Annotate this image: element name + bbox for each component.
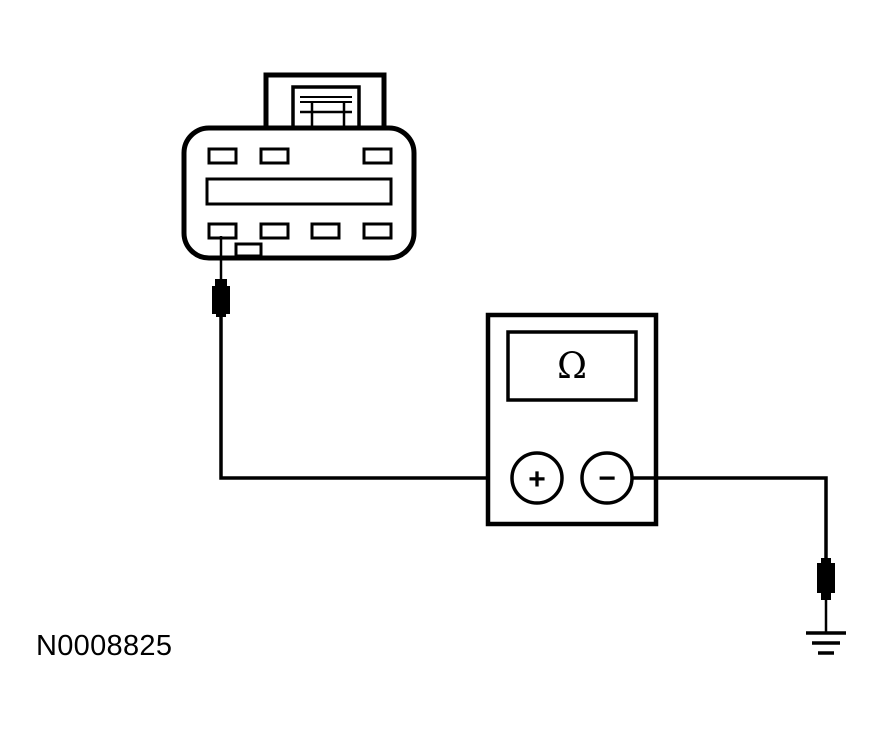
figure-id: N0008825 [36, 630, 173, 662]
test-lead-positive [219, 316, 512, 480]
connector-cavity [362, 222, 393, 240]
connector-slot [205, 177, 393, 206]
probe-icon [212, 236, 230, 317]
probe-icon [817, 558, 835, 633]
connector-cavity [259, 222, 290, 240]
connector-cavity [259, 147, 290, 165]
negative-terminal-label: − [598, 462, 616, 495]
ohmmeter: Ω + − [485, 312, 659, 527]
meter-display [506, 330, 638, 402]
meter-display-symbol: Ω [557, 346, 587, 387]
connector-cavity [310, 222, 341, 240]
ground-symbol-icon [806, 631, 846, 655]
connector-body [181, 125, 417, 261]
negative-terminal: − [580, 451, 634, 505]
test-lead-negative [632, 476, 828, 560]
positive-terminal-label: + [528, 463, 546, 496]
connector [181, 72, 417, 261]
connector-cavity [207, 147, 238, 165]
connector-cavity-test [207, 222, 238, 240]
connector-key [234, 242, 263, 258]
positive-terminal: + [510, 451, 564, 505]
connector-cavity [362, 147, 393, 165]
